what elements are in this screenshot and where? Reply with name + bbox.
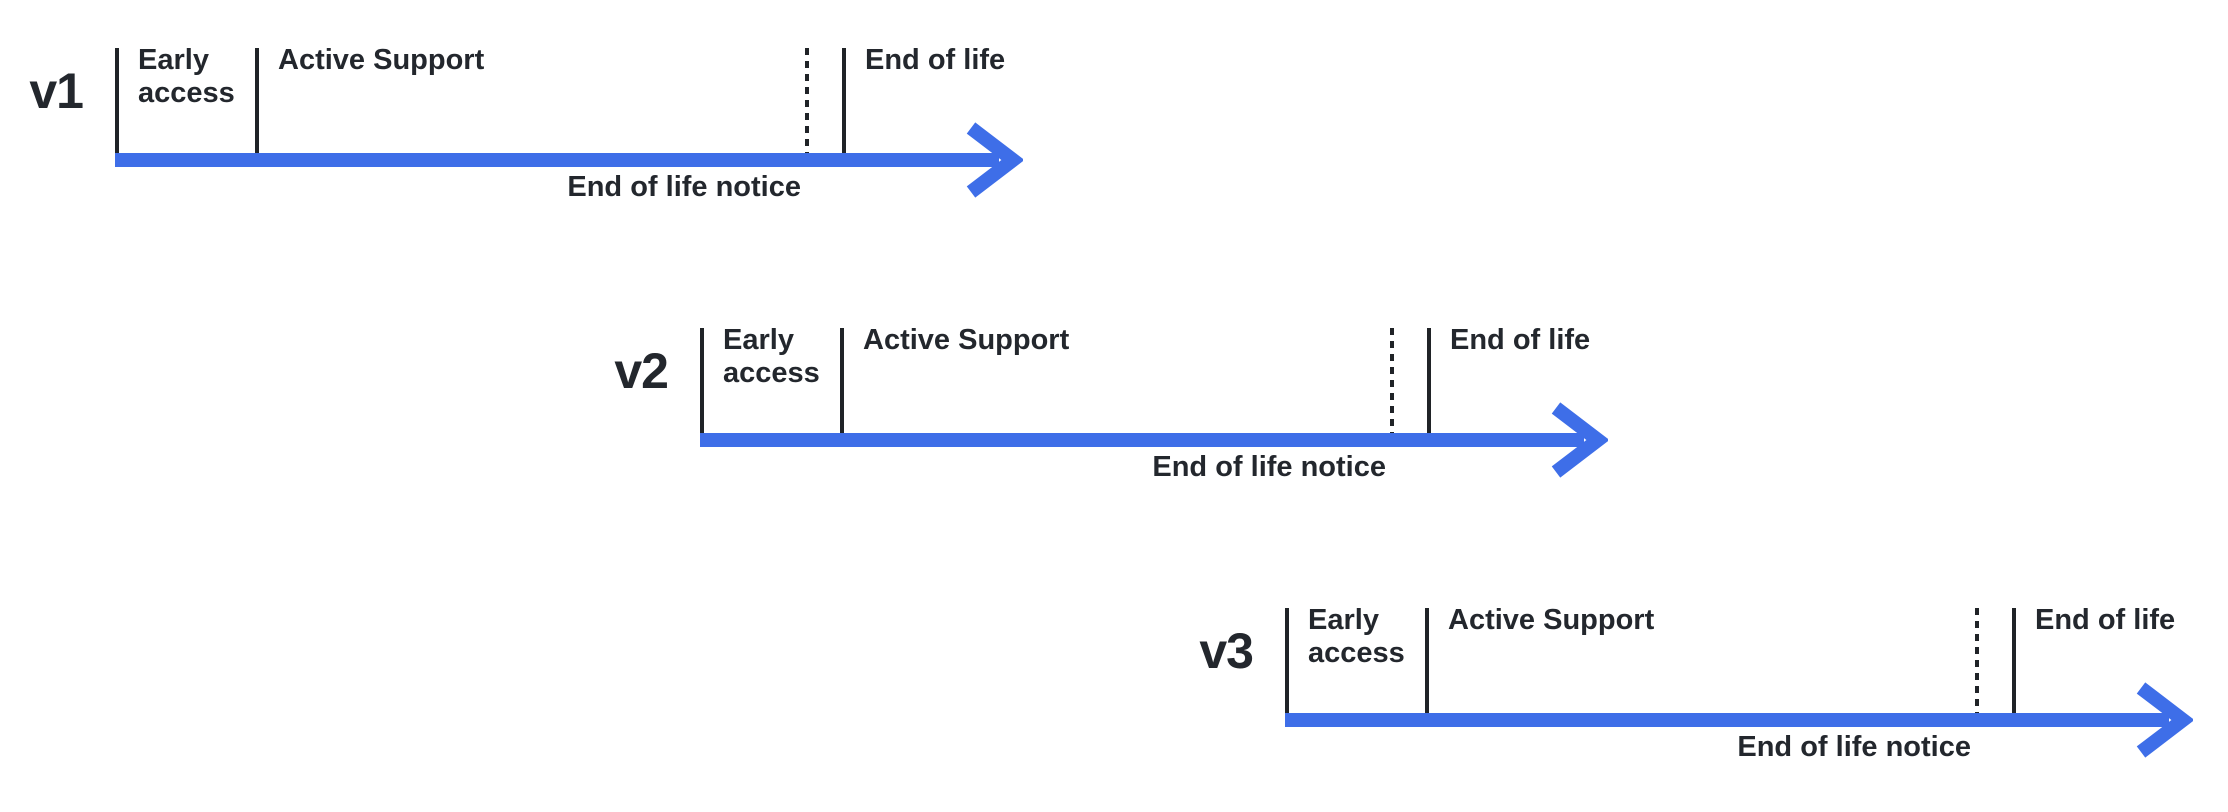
end-of-life-notice-label: End of life notice xyxy=(567,171,801,203)
end-of-life-tick xyxy=(1427,328,1431,433)
early-access-label: Early access xyxy=(723,324,820,390)
end-of-life-notice-dashed-tick xyxy=(1975,608,1979,713)
early-access-tick xyxy=(115,48,119,153)
early-access-tick xyxy=(1285,608,1289,713)
active-support-tick xyxy=(840,328,844,433)
timeline-arrow-shaft xyxy=(115,153,999,167)
timeline-v1: v1 Early access Active Support End of li… xyxy=(29,44,1023,248)
end-of-life-tick xyxy=(842,48,846,153)
early-access-tick xyxy=(700,328,704,433)
version-label: v3 xyxy=(1199,623,1254,679)
early-access-label: Early access xyxy=(1308,604,1405,670)
active-support-tick xyxy=(1425,608,1429,713)
active-support-label: Active Support xyxy=(1448,604,1655,636)
version-label: v2 xyxy=(614,343,669,399)
timeline-arrow-shaft xyxy=(1285,713,2169,727)
version-label: v1 xyxy=(29,63,84,119)
end-of-life-label: End of life xyxy=(2035,604,2176,636)
active-support-label: Active Support xyxy=(863,324,1070,356)
arrow-head-icon xyxy=(1551,402,1608,478)
end-of-life-notice-label: End of life notice xyxy=(1737,731,1971,763)
early-access-label: Early access xyxy=(138,44,235,110)
end-of-life-notice-dashed-tick xyxy=(1390,328,1394,433)
end-of-life-label: End of life xyxy=(1450,324,1591,356)
timeline-v3: v3 Early access Active Support End of li… xyxy=(1199,604,2193,808)
end-of-life-notice-dashed-tick xyxy=(805,48,809,153)
arrow-head-icon xyxy=(2136,682,2193,758)
end-of-life-label: End of life xyxy=(865,44,1006,76)
end-of-life-notice-label: End of life notice xyxy=(1152,451,1386,483)
timeline-arrow-shaft xyxy=(700,433,1584,447)
timeline-v2: v2 Early access Active Support End of li… xyxy=(614,324,1608,528)
arrow-head-icon xyxy=(966,122,1023,198)
end-of-life-tick xyxy=(2012,608,2016,713)
active-support-label: Active Support xyxy=(278,44,485,76)
active-support-tick xyxy=(255,48,259,153)
